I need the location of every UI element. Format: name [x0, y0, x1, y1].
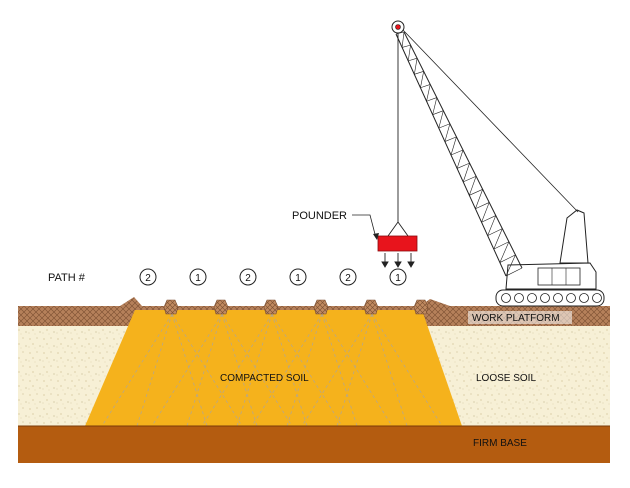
path-number: 2 [345, 273, 351, 284]
crater-mound [363, 299, 379, 315]
pounder [377, 221, 418, 268]
path-marker: 2 [239, 268, 257, 286]
firm-base-layer [18, 426, 610, 463]
compacted-soil-label: COMPACTED SOIL [220, 373, 309, 384]
compacted-soil-zone [85, 310, 462, 426]
path-label: PATH # [48, 272, 86, 284]
crane-boom [395, 31, 523, 277]
work-platform-label: WORK PLATFORM [472, 313, 560, 324]
path-marker: 1 [389, 268, 407, 286]
path-number: 1 [195, 273, 201, 284]
path-number: 2 [245, 273, 251, 284]
pounder-weight [377, 235, 418, 252]
path-marker: 1 [189, 268, 207, 286]
track-wheels [501, 293, 602, 303]
drop-arrows-icon [381, 253, 415, 268]
crater-row [163, 299, 429, 315]
firm-base-label: FIRM BASE [473, 438, 527, 449]
crater-mound [313, 299, 329, 315]
crater-mound [163, 299, 179, 315]
crater-mound [213, 299, 229, 315]
path-number: 1 [295, 273, 301, 284]
path-number: 1 [395, 273, 401, 284]
crane-track [495, 289, 605, 307]
crane-gantry [559, 209, 589, 264]
crane [391, 20, 605, 307]
crater-mound [413, 299, 429, 315]
path-marker: 2 [339, 268, 357, 286]
influence-lines [101, 313, 443, 427]
path-number: 2 [145, 273, 151, 284]
path-marker: 2 [139, 268, 157, 286]
loose-soil-label: LOOSE SOIL [476, 373, 536, 384]
path-marker: 1 [289, 268, 307, 286]
path-circles: 2 1 2 1 2 1 [139, 268, 407, 286]
crater-mound [263, 299, 279, 315]
pounder-leader [352, 214, 377, 239]
pounder-label: POUNDER [292, 210, 347, 222]
